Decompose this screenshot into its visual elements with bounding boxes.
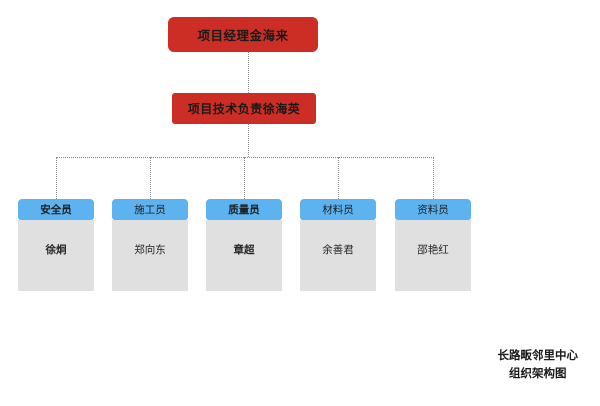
staff-name-label: 余善君 bbox=[300, 220, 376, 291]
connector-drop-document-officer bbox=[433, 157, 434, 199]
connector-drop-material-officer bbox=[338, 157, 339, 199]
diagram-caption: 长路畈邻里中心 组织架构图 bbox=[498, 348, 579, 384]
staff-name-label: 郑向东 bbox=[112, 220, 188, 291]
staff-role-label: 资料员 bbox=[395, 199, 471, 220]
staff-role-label: 施工员 bbox=[112, 199, 188, 220]
staff-card-construction-officer[interactable]: 施工员 郑向东 bbox=[112, 199, 188, 291]
staff-role-label: 安全员 bbox=[18, 199, 94, 220]
connector-manager-to-tech-lead bbox=[248, 52, 249, 93]
connector-tech-lead-to-bus bbox=[248, 124, 249, 157]
staff-card-material-officer[interactable]: 材料员 余善君 bbox=[300, 199, 376, 291]
node-technical-lead[interactable]: 项目技术负责徐海英 bbox=[172, 93, 316, 124]
staff-role-label: 材料员 bbox=[300, 199, 376, 220]
staff-name-label: 章超 bbox=[206, 220, 282, 291]
connector-drop-quality-officer bbox=[244, 157, 245, 199]
caption-line-2: 组织架构图 bbox=[509, 368, 567, 381]
staff-role-label: 质量员 bbox=[206, 199, 282, 220]
connector-drop-safety-officer bbox=[56, 157, 57, 199]
staff-card-safety-officer[interactable]: 安全员 徐炯 bbox=[18, 199, 94, 291]
staff-card-document-officer[interactable]: 资料员 邵艳红 bbox=[395, 199, 471, 291]
connector-drop-construction-officer bbox=[150, 157, 151, 199]
caption-line-1: 长路畈邻里中心 bbox=[497, 350, 579, 363]
staff-name-label: 邵艳红 bbox=[395, 220, 471, 291]
connector-horizontal-bus bbox=[56, 157, 434, 158]
staff-name-label: 徐炯 bbox=[18, 220, 94, 291]
staff-card-quality-officer[interactable]: 质量员 章超 bbox=[206, 199, 282, 291]
node-project-manager[interactable]: 项目经理金海来 bbox=[168, 17, 318, 52]
